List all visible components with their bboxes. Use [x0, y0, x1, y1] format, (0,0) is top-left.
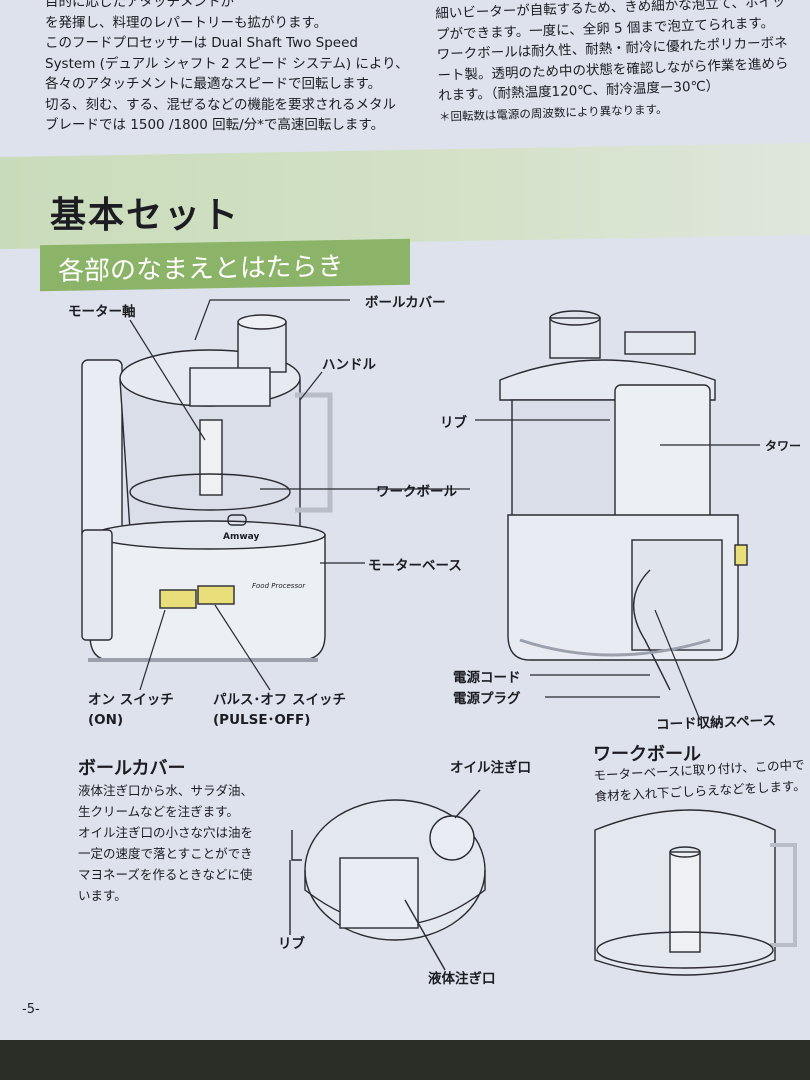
text-line: 目的に応じたアタッチメントが — [45, 0, 234, 10]
label-rib: リブ — [440, 415, 467, 431]
work-bowl-heading: ワークボール — [593, 744, 701, 765]
brand-logo: Amway — [223, 532, 260, 542]
bowl-cover-description: 液体注ぎ口から水、サラダ油、 生クリームなどを注ぎます。 オイル注ぎ口の小さな穴… — [78, 780, 253, 906]
page-number: -5- — [22, 1002, 40, 1017]
label-cord-storage: コード収納スペース — [655, 712, 777, 734]
label-tower: タワー — [765, 439, 802, 453]
leader-lines — [129, 299, 760, 721]
text-line: 各々のアタッチメントに最適なスピードで回転します。 — [45, 76, 382, 92]
label-motor-base: モーターベース — [368, 558, 462, 574]
label-bowl-cover: ボールカバー — [365, 295, 446, 311]
label-cover-rib: リブ — [278, 936, 305, 952]
label-pulse-switch: パルス･オフ スイッチ (PULSE･OFF) — [213, 690, 346, 730]
label-work-bowl: ワークボール — [376, 484, 457, 500]
work-bowl-illustration — [594, 809, 797, 976]
label-on-switch: オン スイッチ (ON) — [88, 690, 174, 730]
text-line: パルス･オフ スイッチ — [213, 692, 346, 708]
text-line: 一定の速度で落とすことができ — [78, 846, 253, 861]
text-line: います。 — [78, 888, 127, 903]
product-name: Food Processor — [252, 582, 306, 590]
label-power-cord: 電源コード — [453, 670, 521, 686]
text-line: System (デュアル シャフト 2 スピード システム) により、 — [45, 55, 409, 72]
section-title: 基本セット — [50, 195, 241, 236]
label-oil-spout: オイル注ぎ口 — [450, 760, 531, 776]
label-handle: ハンドル — [322, 357, 376, 373]
text-line: ブレードでは 1500 /1800 回転/分*で高速回転します。 — [45, 117, 385, 133]
bowl-cover-illustration — [289, 789, 486, 971]
food-processor-back-illustration — [499, 310, 748, 691]
bowl-cover-heading: ボールカバー — [78, 758, 186, 779]
background-ground — [0, 1040, 810, 1080]
label-motor-shaft: モーター軸 — [68, 304, 136, 320]
text-line: 生クリームなどを注ぎます。 — [78, 804, 239, 819]
label-liquid-spout: 液体注ぎ口 — [428, 971, 496, 987]
label-power-plug: 電源プラグ — [453, 691, 521, 707]
text-line: 切る、刻む、する、混ぜるなどの機能を要求されるメタル — [45, 96, 396, 113]
text-line: 液体注ぎ口から水、サラダ油、 — [78, 783, 254, 798]
text-line: このフードプロセッサーは Dual Shaft Two Speed — [45, 35, 358, 51]
text-line: (ON) — [88, 712, 124, 728]
intro-left: 目的に応じたアタッチメントが を発揮し、料理のレパートリーも拡がります。 このフ… — [45, 0, 409, 136]
text-line: オン スイッチ — [88, 692, 174, 708]
text-line: オイル注ぎ口の小さな穴は油を — [78, 825, 254, 840]
text-line: (PULSE･OFF) — [213, 712, 311, 728]
illustrations — [81, 299, 797, 976]
text-line: を発揮し、料理のレパートリーも拡がります。 — [45, 14, 328, 31]
food-processor-front-illustration — [81, 314, 333, 662]
text-line: マヨネーズを作るときなどに使 — [78, 867, 253, 882]
